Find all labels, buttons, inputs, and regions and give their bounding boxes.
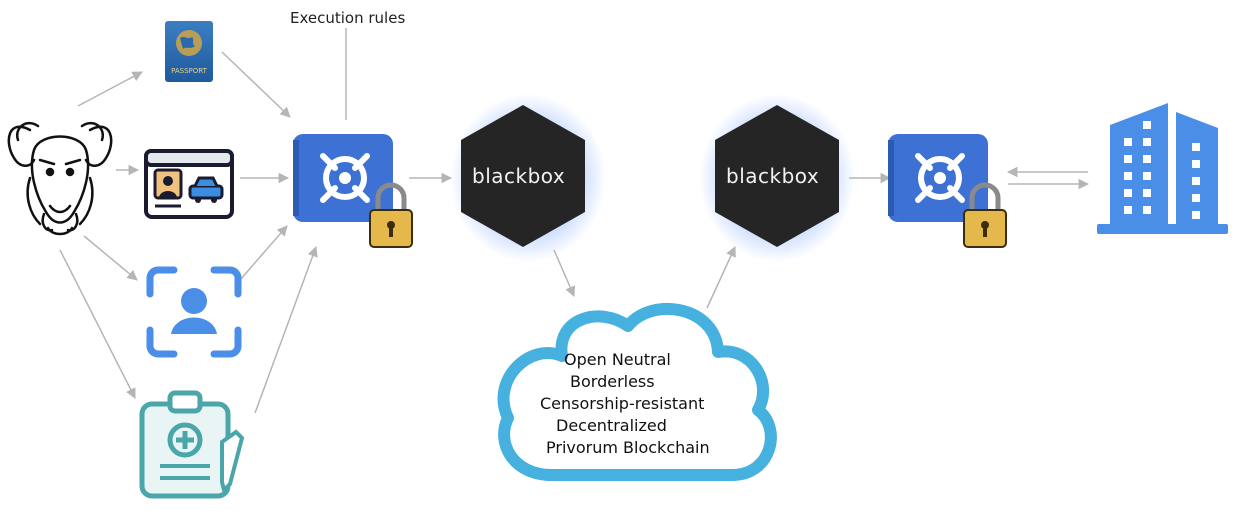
arrow-blackbox-to-cloud [553,249,576,297]
gnu-head-icon [7,121,113,236]
blackbox-hexagon-icon-right [699,94,855,262]
arrow-medical-to-vault [254,246,318,414]
arrow-cloud-to-blackbox [706,246,736,309]
cloud-line-open-neutral: Open Neutral [564,350,671,369]
arrow-gnu-to-medical [59,249,136,399]
cloud-text-block: Open Neutral Borderless Censorship-resis… [528,349,728,459]
cloud-icon [497,302,777,481]
execution-rules-label: Execution rules [290,9,406,27]
passport-icon: PASSPORT [165,21,213,82]
id-card-icon [144,149,234,219]
connector-arrows [59,28,1090,414]
blackbox-hexagon-icon-left [450,94,606,262]
building-icon [1097,103,1228,234]
cloud-line-censorship-resistant: Censorship-resistant [540,394,705,413]
cloud-line-decentralized: Decentralized [556,416,667,435]
medical-record-icon [139,390,245,499]
arrow-gnu-to-passport [77,71,143,107]
cloud-line-privorum-blockchain: Privorum Blockchain [546,438,710,457]
blackbox-label-right: blackbox [726,164,820,188]
arrow-gnu-to-facescan [83,235,138,281]
arrow-facescan-to-vault [239,225,288,281]
face-scan-icon [146,266,242,358]
blackbox-label-left: blackbox [472,164,566,188]
cloud-line-borderless: Borderless [570,372,655,391]
vault-lock-icon-left [293,134,413,248]
passport-label: PASSPORT [171,67,208,75]
vault-lock-icon-right [888,134,1007,248]
arrow-passport-to-vault [221,51,291,118]
